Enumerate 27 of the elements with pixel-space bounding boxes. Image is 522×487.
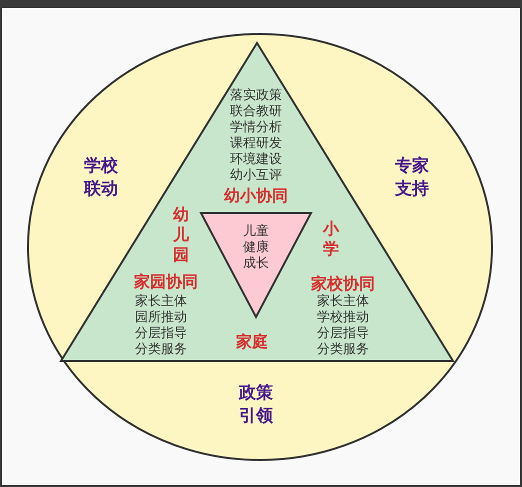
list-item: 分层指导 bbox=[317, 326, 369, 342]
outer-ellipse bbox=[27, 33, 493, 461]
list-item: 园所推动 bbox=[135, 310, 187, 326]
section-heading: 家园协同 bbox=[134, 272, 198, 292]
list-item: 联合教研 bbox=[230, 104, 282, 120]
list-item: 落实政策 bbox=[230, 88, 282, 104]
region-label: 学校联动 bbox=[82, 155, 119, 201]
list-item: 学校推动 bbox=[317, 310, 369, 326]
list-item: 环境建设 bbox=[230, 152, 282, 168]
inverted-triangle bbox=[200, 212, 312, 318]
list-item: 分类服务 bbox=[317, 342, 369, 358]
list-item: 幼小互评 bbox=[230, 168, 282, 184]
list-item: 家长主体 bbox=[317, 294, 369, 310]
section-heading: 幼小协同 bbox=[224, 186, 288, 206]
triangle-region bbox=[60, 42, 454, 362]
section-heading: 幼儿园 bbox=[172, 205, 190, 265]
center-label: 儿童健康成长 bbox=[242, 224, 270, 272]
section-heading: 家校协同 bbox=[311, 274, 375, 294]
list-item: 课程研发 bbox=[230, 136, 282, 152]
list-item: 分层指导 bbox=[135, 326, 187, 342]
section-heading: 家庭 bbox=[236, 332, 268, 352]
region-label: 专家支持 bbox=[394, 155, 430, 201]
list-item: 学情分析 bbox=[230, 120, 282, 136]
list-item: 分类服务 bbox=[135, 342, 187, 358]
region-label: 政策引领 bbox=[238, 382, 274, 428]
list-item: 家长主体 bbox=[135, 294, 187, 310]
section-heading: 小学 bbox=[322, 219, 340, 259]
